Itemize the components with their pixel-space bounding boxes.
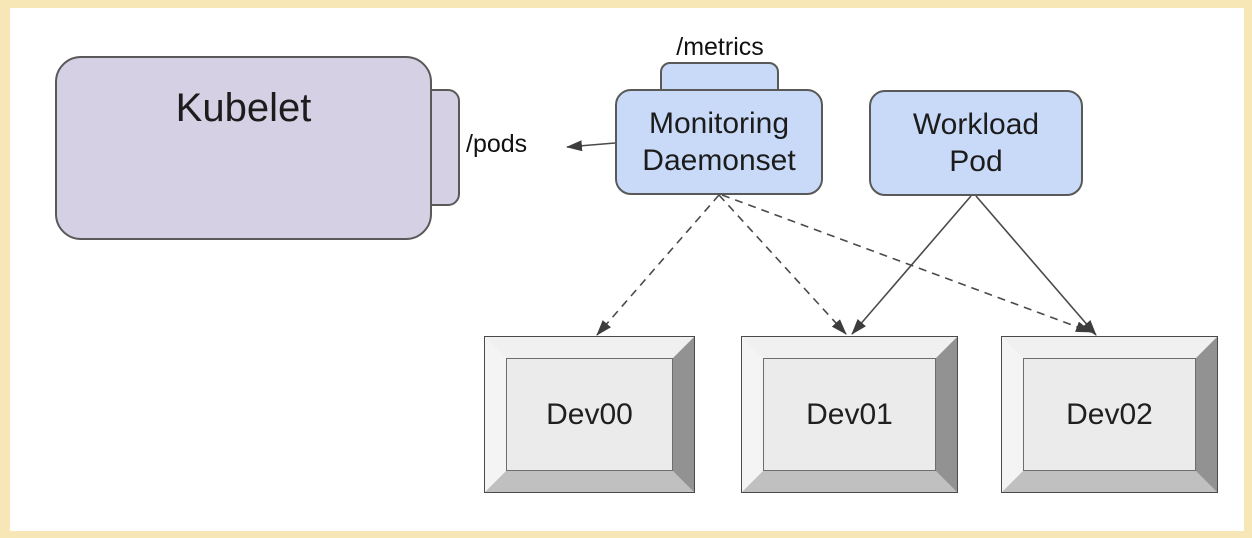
dev01-label: Dev01	[806, 397, 893, 431]
edge-daemonset-to-dev01	[718, 194, 847, 335]
pods-endpoint-label: /pods	[466, 130, 528, 158]
node-monitoring-daemonset: Monitoring Daemonset	[615, 89, 823, 195]
edge-daemonset-to-kubelet-pods	[566, 140, 616, 152]
edge-daemonset-to-dev00	[596, 194, 720, 336]
workload-pod-label: Workload Pod	[912, 108, 1040, 178]
node-dev02: Dev02	[1002, 337, 1217, 492]
node-workload-pod: Workload Pod	[869, 90, 1083, 196]
dev02-label: Dev02	[1066, 397, 1153, 431]
edge-workload-to-dev02	[975, 195, 1097, 336]
kubelet-label: Kubelet	[175, 86, 312, 130]
monitoring-daemonset-label: Monitoring Daemonset	[642, 107, 796, 177]
node-dev01: Dev01	[742, 337, 957, 492]
metrics-endpoint-label: /metrics	[676, 33, 764, 61]
node-dev00: Dev00	[485, 337, 694, 492]
dev00-label: Dev00	[546, 397, 633, 431]
node-kubelet: Kubelet	[55, 56, 432, 240]
edge-daemonset-to-dev02	[721, 194, 1092, 333]
edge-workload-to-dev01	[851, 195, 972, 335]
